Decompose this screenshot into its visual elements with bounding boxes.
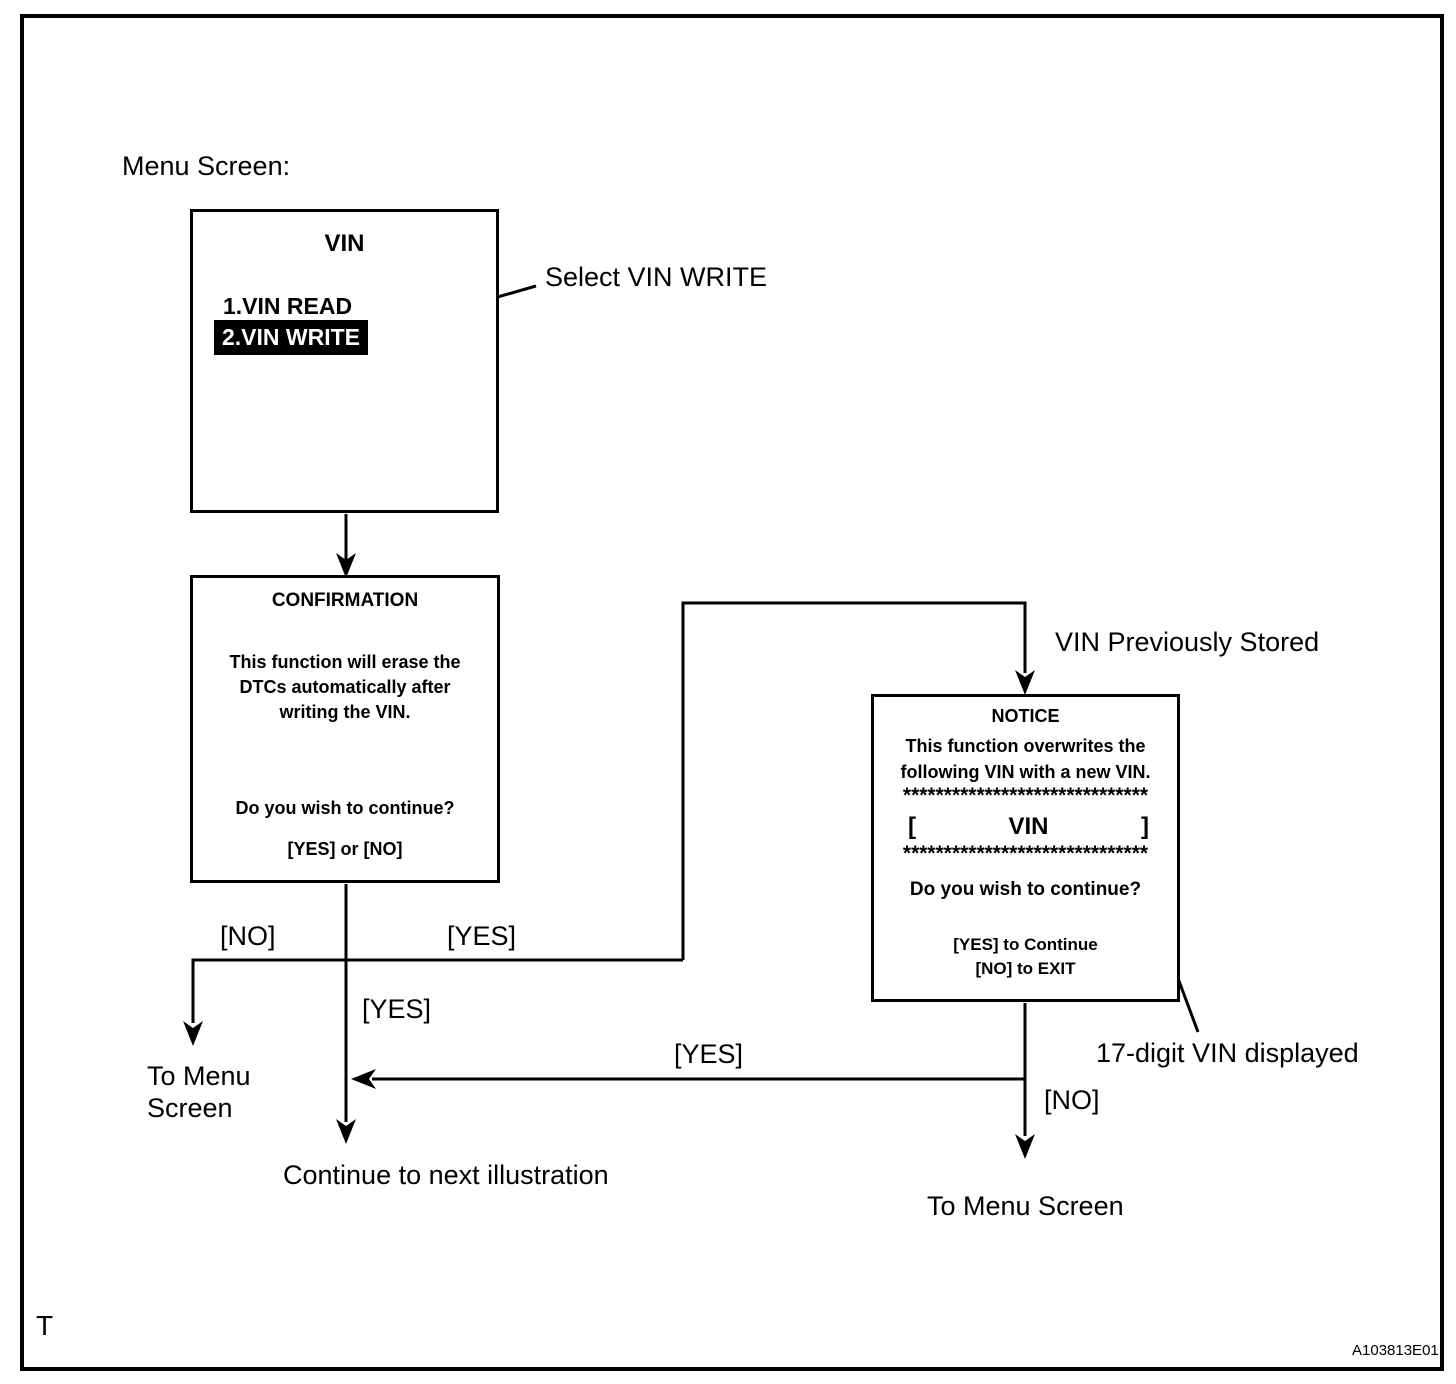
continue-next-illustration-label: Continue to next illustration bbox=[283, 1160, 609, 1190]
flow-label-yes-right: [YES] bbox=[447, 921, 517, 951]
figure-border bbox=[20, 14, 1444, 1371]
notice-body: This function overwrites the following V… bbox=[874, 733, 1177, 785]
figure-id: A103813E01 bbox=[1352, 1342, 1439, 1359]
notice-body-line1: This function overwrites the bbox=[905, 736, 1146, 756]
confirmation-title: CONFIRMATION bbox=[271, 590, 419, 611]
arrowhead-notice-to-menu-screen bbox=[1015, 1134, 1035, 1159]
confirmation-options: [YES] or [NO] bbox=[287, 839, 403, 859]
notice-separator-bottom: ****************************** bbox=[902, 845, 1149, 863]
vin-open-bracket: [ bbox=[908, 813, 916, 840]
flow-label-yes-down: [YES] bbox=[362, 994, 432, 1024]
to-menu-screen-left-label: To Menu Screen bbox=[147, 1060, 251, 1124]
flow-label-no-down: [NO] bbox=[1044, 1085, 1100, 1115]
notice-option-no: [NO] to EXIT bbox=[975, 959, 1076, 978]
vin-close-bracket: ] bbox=[1140, 813, 1149, 840]
flow-label-no-left: [NO] bbox=[220, 921, 276, 951]
menu-item-vin-read: 1.VIN READ bbox=[223, 293, 353, 319]
confirmation-body-line3: writing the VIN. bbox=[279, 702, 411, 722]
confirmation-screen-box: CONFIRMATION This function will erase th… bbox=[190, 575, 500, 883]
notice-screen-box: NOTICE This function overwrites the foll… bbox=[871, 694, 1180, 1002]
notice-body-line2: following VIN with a new VIN. bbox=[900, 762, 1151, 782]
arrowhead-notice-yes-return bbox=[351, 1069, 376, 1089]
notice-vin-row: [ VIN ] bbox=[908, 813, 1149, 841]
notice-separator-top: ****************************** bbox=[902, 787, 1149, 805]
notice-option-yes: [YES] to Continue bbox=[953, 935, 1098, 954]
arrowhead-into-notice bbox=[1015, 670, 1035, 695]
confirmation-body-line2: DTCs automatically after bbox=[239, 677, 451, 697]
vin-previously-stored-annotation: VIN Previously Stored bbox=[1055, 627, 1320, 657]
seventeen-digit-vin-annotation: 17-digit VIN displayed bbox=[1096, 1038, 1359, 1068]
arrowhead-no-to-menu-screen-left bbox=[183, 1021, 203, 1046]
confirmation-question: Do you wish to continue? bbox=[235, 798, 455, 818]
corner-letter: T bbox=[36, 1310, 54, 1341]
to-menu-screen-left-line2: Screen bbox=[147, 1093, 233, 1123]
vin-value: VIN bbox=[1008, 813, 1049, 840]
confirmation-body-line1: This function will erase the bbox=[229, 652, 461, 672]
notice-title: NOTICE bbox=[991, 706, 1060, 726]
line-yes-to-notice bbox=[681, 601, 1027, 960]
flow-label-yes-return: [YES] bbox=[674, 1039, 744, 1069]
menu-screen-label: Menu Screen: bbox=[122, 151, 291, 181]
arrowhead-confirmation-to-continue bbox=[336, 1119, 356, 1144]
menu-item-vin-write-highlight: 2.VIN WRITE bbox=[214, 320, 369, 355]
arrowhead-menu-to-confirmation bbox=[336, 553, 356, 578]
confirmation-body: This function will erase the DTCs automa… bbox=[193, 650, 497, 725]
to-menu-screen-right-label: To Menu Screen bbox=[927, 1191, 1124, 1221]
vin-menu-title: VIN bbox=[324, 230, 365, 257]
select-vin-write-annotation: Select VIN WRITE bbox=[545, 262, 768, 292]
line-no-branch-left bbox=[191, 958, 683, 1023]
to-menu-screen-left-line1: To Menu bbox=[147, 1061, 251, 1091]
notice-question: Do you wish to continue? bbox=[909, 879, 1142, 900]
vin-menu-screen-box: VIN 1.VIN READ 2.VIN WRITE bbox=[190, 209, 499, 513]
